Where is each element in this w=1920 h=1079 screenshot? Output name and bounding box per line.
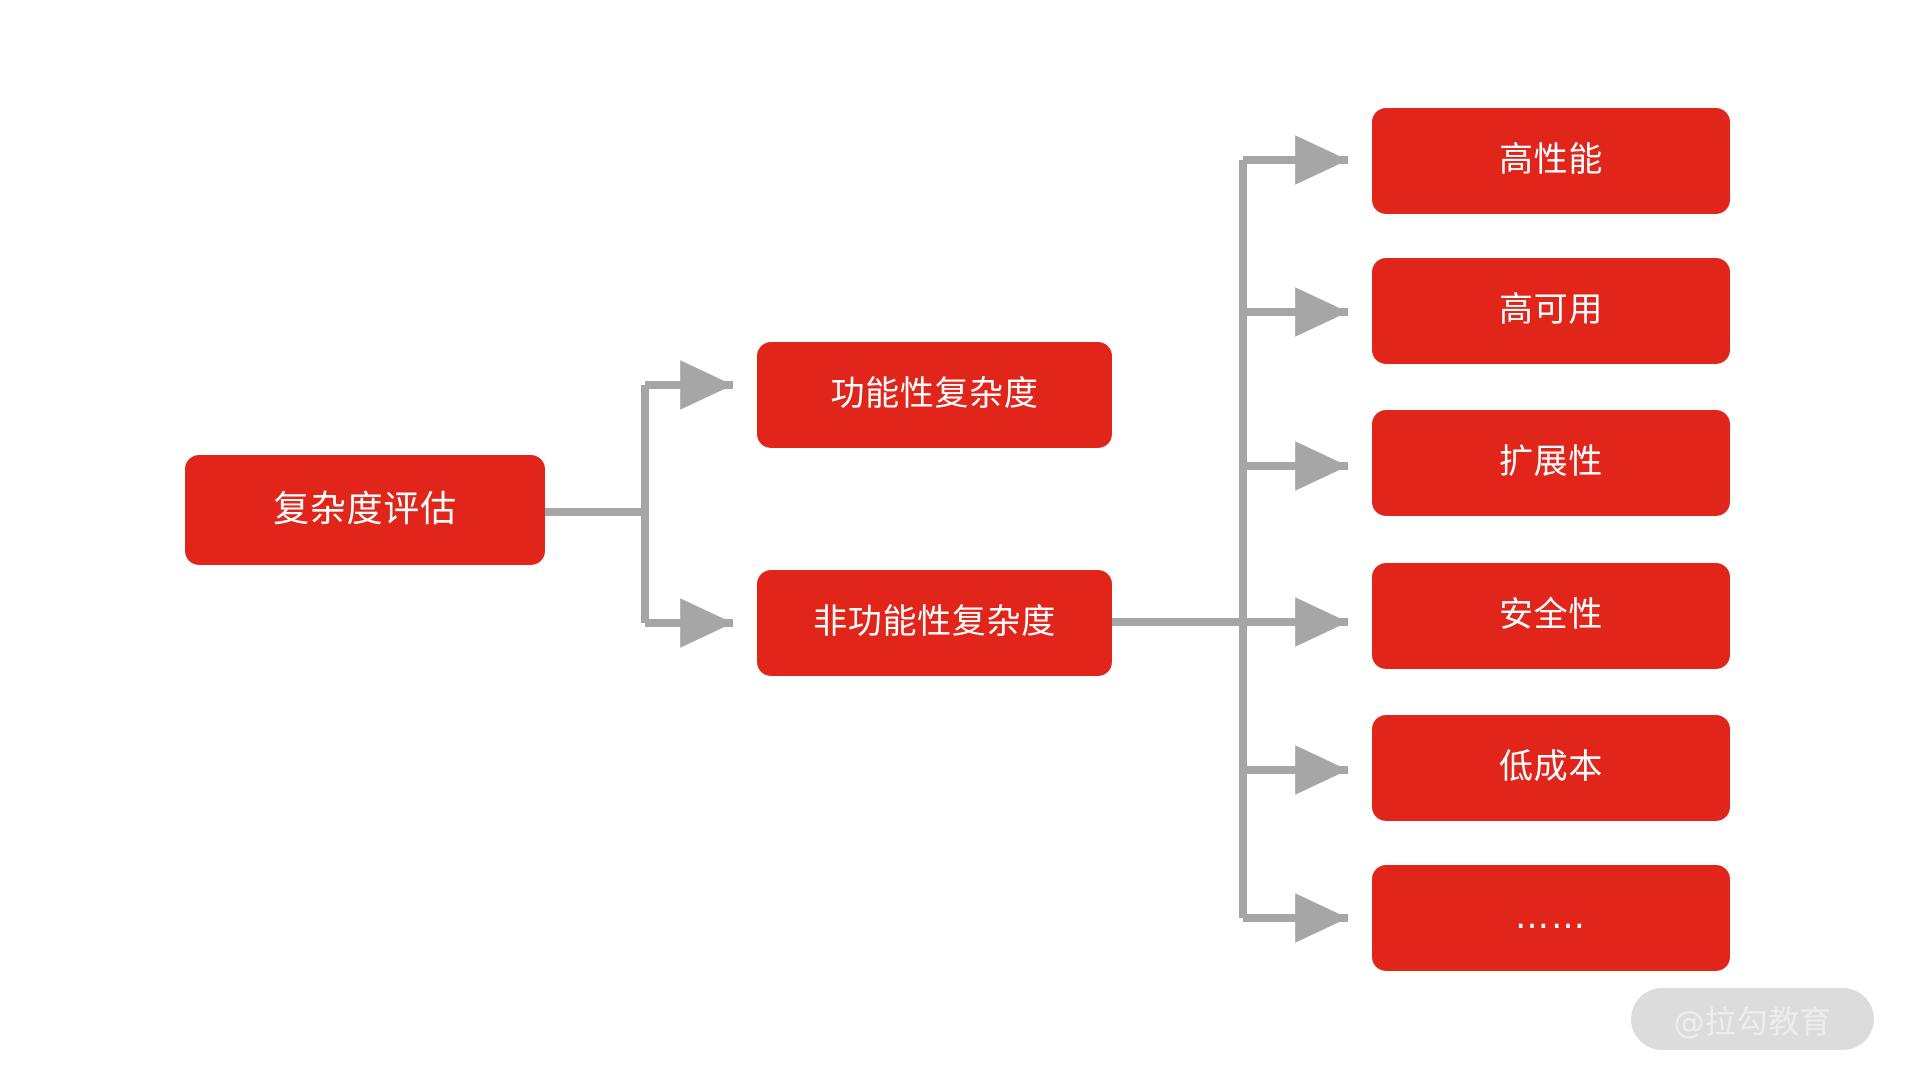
node-scalability-label: 扩展性 (1498, 442, 1604, 483)
node-low-cost-label: 低成本 (1498, 747, 1604, 788)
node-nonfunctional-complexity[interactable]: 非功能性复杂度 (757, 570, 1112, 676)
node-ellipsis-label: …… (1514, 897, 1588, 938)
node-low-cost[interactable]: 低成本 (1372, 715, 1730, 821)
node-high-availability[interactable]: 高可用 (1372, 258, 1730, 364)
node-root-label: 复杂度评估 (273, 489, 457, 531)
watermark-badge: @拉勾教育 (1631, 988, 1874, 1050)
node-scalability[interactable]: 扩展性 (1372, 410, 1730, 516)
node-ellipsis[interactable]: …… (1372, 865, 1730, 971)
node-high-performance[interactable]: 高性能 (1372, 108, 1730, 214)
node-high-availability-label: 高可用 (1498, 290, 1604, 331)
node-security[interactable]: 安全性 (1372, 563, 1730, 669)
node-functional-complexity-label: 功能性复杂度 (830, 374, 1039, 415)
watermark-label: @拉勾教育 (1673, 1004, 1832, 1041)
node-high-performance-label: 高性能 (1498, 140, 1604, 181)
node-root[interactable]: 复杂度评估 (185, 455, 545, 565)
node-functional-complexity[interactable]: 功能性复杂度 (757, 342, 1112, 448)
node-security-label: 安全性 (1498, 595, 1604, 636)
node-nonfunctional-complexity-label: 非功能性复杂度 (813, 602, 1056, 643)
